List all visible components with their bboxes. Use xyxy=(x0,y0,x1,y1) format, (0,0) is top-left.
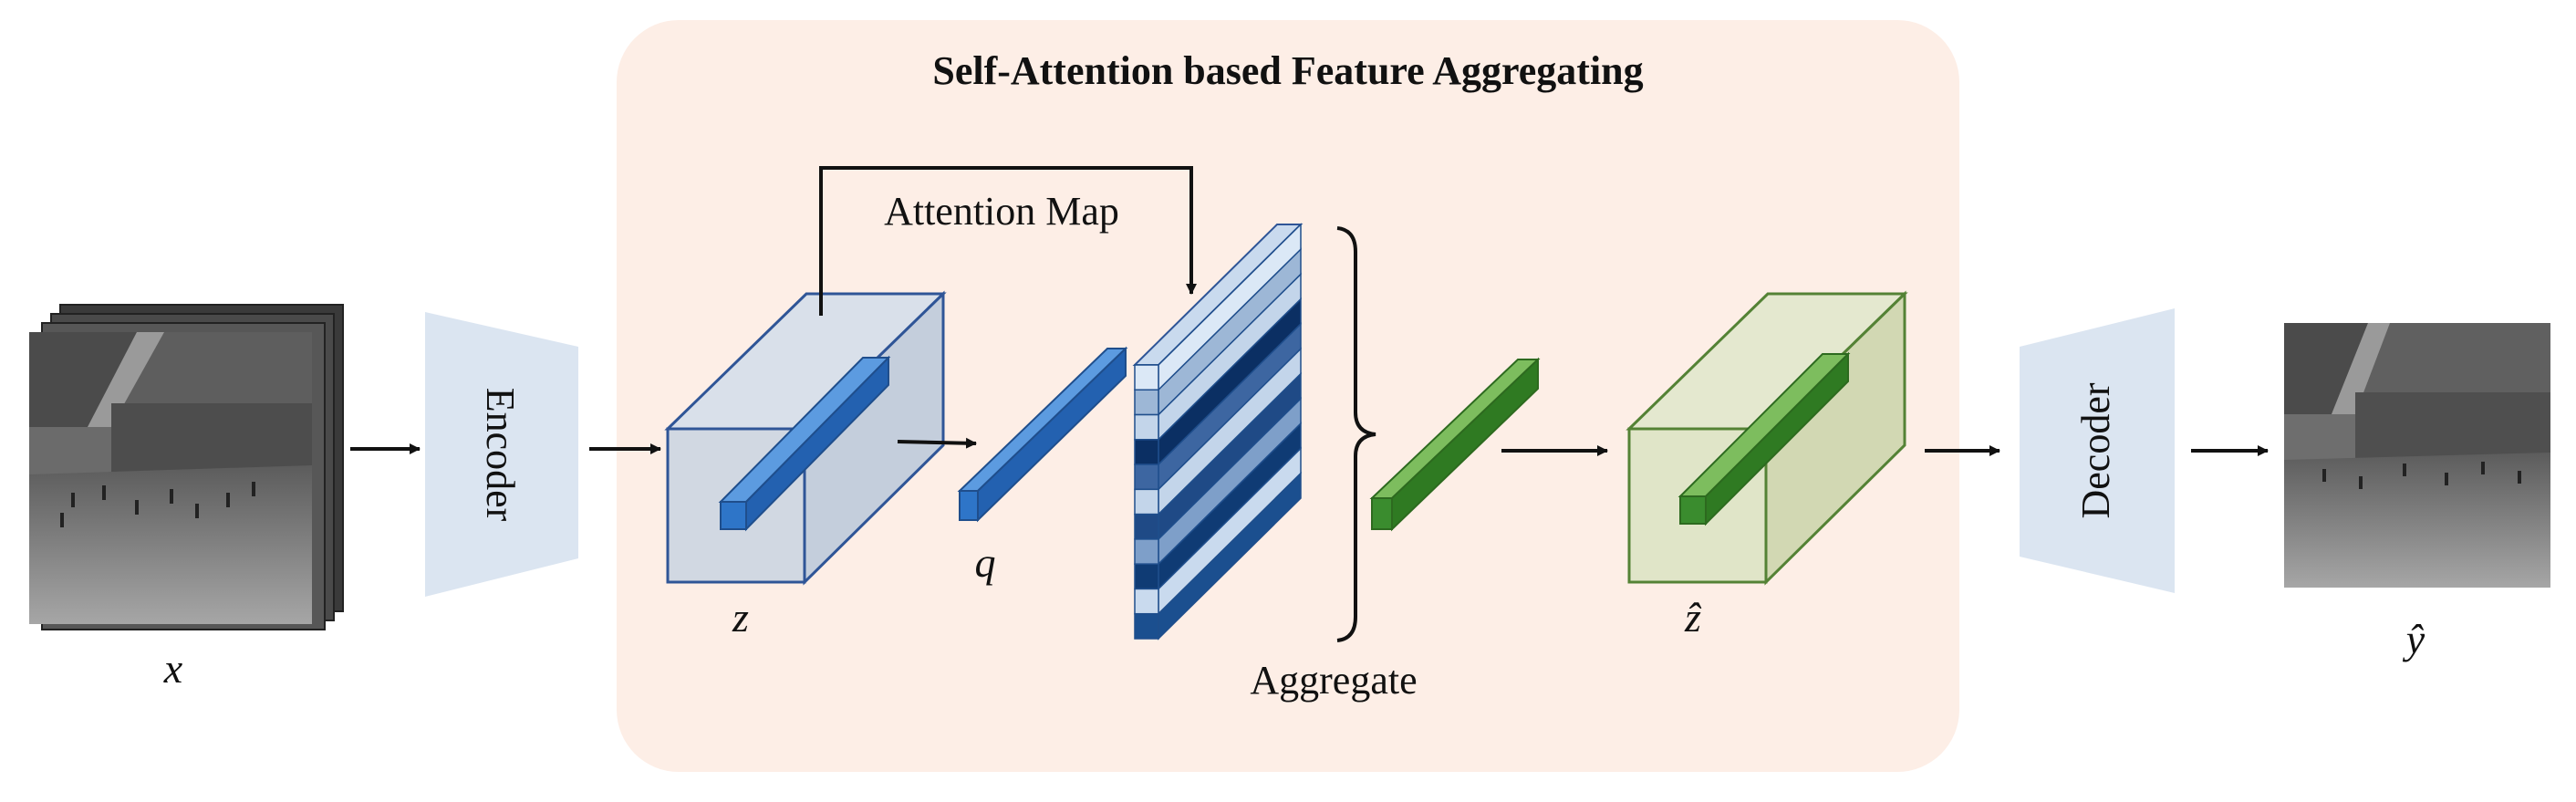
attention-stripe-front xyxy=(1134,563,1159,590)
input-frames-icon xyxy=(29,304,344,630)
aggregated-vector xyxy=(1369,357,1541,532)
attention-stripe-front xyxy=(1134,413,1159,441)
attention-stripe-front xyxy=(1134,513,1159,540)
input-frame-front xyxy=(29,332,312,624)
encoder-label: Encoder xyxy=(478,388,523,522)
label-q: q xyxy=(975,539,996,586)
attention-stripe-front xyxy=(1134,463,1159,491)
attention-stripe-front xyxy=(1134,439,1159,465)
aggregate-label: Aggregate xyxy=(1250,658,1417,703)
attention-stripe-front xyxy=(1134,488,1159,516)
query-vector-q xyxy=(957,346,1128,523)
attention-map-connector xyxy=(819,166,1197,316)
decoder-label: Decoder xyxy=(2073,382,2118,518)
attention-stripe-front xyxy=(1134,588,1159,615)
arrow-z-to-q xyxy=(897,437,977,449)
attention-stripe-front xyxy=(1134,538,1159,565)
label-zhat: ẑ xyxy=(1684,594,1702,641)
attention-stripe-front xyxy=(1134,364,1159,391)
attention-stripe-front xyxy=(1134,612,1159,640)
output-frame-icon xyxy=(2284,323,2550,588)
encoder-block xyxy=(425,312,578,597)
label-z: z xyxy=(732,594,749,641)
feature-cube-z xyxy=(664,290,947,586)
panel-title: Self-Attention based Feature Aggregating xyxy=(932,48,1643,93)
label-x: x xyxy=(163,645,183,692)
attention-stripe-front xyxy=(1134,389,1159,416)
label-yhat: ŷ xyxy=(2403,616,2425,662)
attention-map-label: Attention Map xyxy=(884,189,1119,234)
aggregate-bracket xyxy=(1336,226,1376,642)
decoder-block xyxy=(2020,308,2175,593)
feature-cube-zhat xyxy=(1626,290,1908,586)
attention-map-stack xyxy=(1132,223,1304,641)
